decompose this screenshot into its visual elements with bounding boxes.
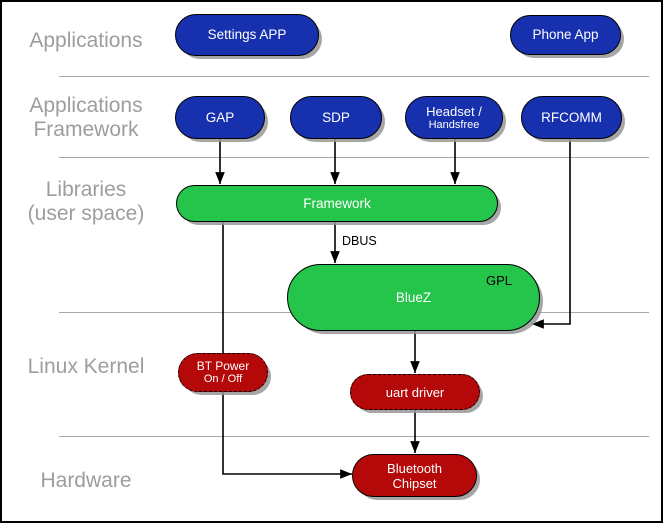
node-bt-power[interactable]: BT Power On / Off [178, 353, 268, 392]
node-sdp[interactable]: SDP [290, 96, 382, 139]
node-rfcomm-label: RFCOMM [541, 109, 602, 125]
layer-label-hardware: Hardware [40, 469, 132, 492]
node-bt-power-label-line2: On / Off [203, 373, 243, 385]
layer-label-libraries: Libraries (user space) [27, 178, 145, 225]
node-gap-label: GAP [205, 109, 235, 125]
node-settings-app[interactable]: Settings APP [175, 14, 319, 56]
node-bluetooth-chipset[interactable]: Bluetooth Chipset [352, 454, 477, 497]
node-phone-app-label: Phone App [532, 27, 599, 42]
node-headset-label-line1: Headset / [426, 103, 482, 119]
layer-separator-kernel [59, 436, 649, 437]
node-bluetooth-chipset-label-line1: Bluetooth [387, 460, 442, 476]
node-bluetooth-chipset-label-line2: Chipset [392, 475, 437, 491]
layer-separator-applications [59, 76, 649, 77]
node-rfcomm[interactable]: RFCOMM [521, 96, 622, 139]
node-framework[interactable]: Framework [176, 185, 498, 222]
node-bt-power-label-line1: BT Power [196, 359, 250, 373]
node-phone-app[interactable]: Phone App [510, 15, 621, 55]
node-uart-driver-label: uart driver [385, 384, 445, 400]
node-bluez-gpl-badge: GPL [486, 273, 513, 288]
layer-label-applications: Applications [29, 29, 143, 52]
node-gap[interactable]: GAP [175, 96, 265, 139]
layer-label-applications-framework: Applications Framework [29, 94, 143, 141]
node-settings-app-label: Settings APP [207, 27, 287, 42]
node-framework-label: Framework [303, 195, 371, 211]
layer-label-linux-kernel: Linux Kernel [27, 355, 145, 378]
node-bluez-label: BlueZ [395, 289, 432, 305]
layer-separator-framework [59, 157, 649, 158]
node-headset-handsfree[interactable]: Headset / Handsfree [405, 96, 503, 139]
edge-label-dbus: DBUS [340, 234, 379, 248]
node-sdp-label: SDP [322, 109, 350, 125]
node-headset-label-line2: Handsfree [428, 118, 480, 131]
node-uart-driver[interactable]: uart driver [350, 374, 480, 410]
node-bluez[interactable]: BlueZ [287, 264, 540, 331]
